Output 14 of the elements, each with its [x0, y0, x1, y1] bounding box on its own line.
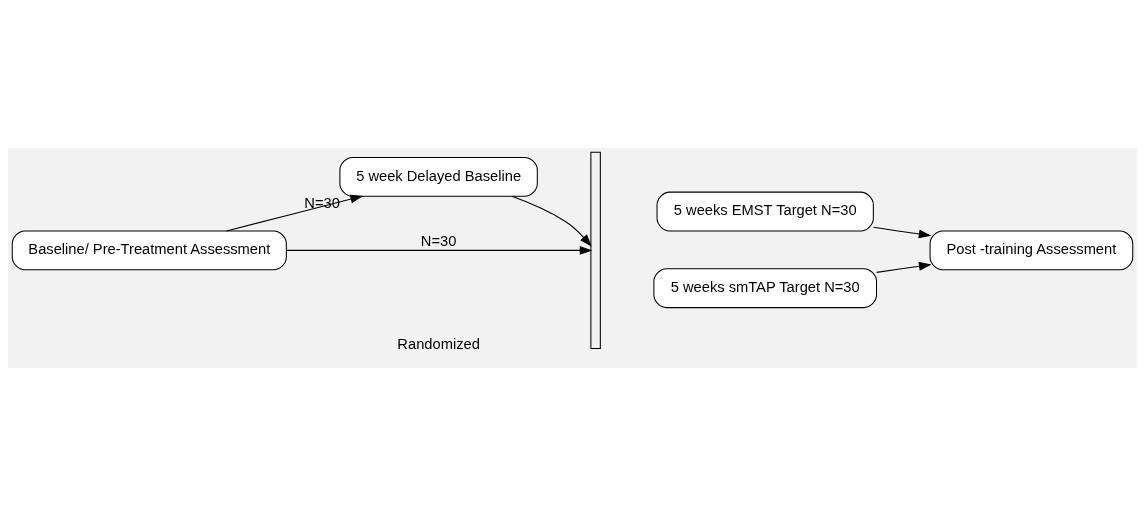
edge-label: N=30 — [420, 233, 457, 250]
node-box: 5 weeks EMST Target N=30 — [656, 191, 874, 232]
arrow — [226, 194, 364, 232]
node-box: Post -training Assessment — [929, 230, 1134, 271]
node-label: N=30 — [304, 195, 340, 212]
node-bracket — [590, 151, 601, 350]
arrow — [876, 261, 932, 273]
node-box: 5 weeks smTAP Target N=30 — [653, 268, 878, 309]
arrow — [285, 245, 593, 255]
arrow — [873, 226, 932, 239]
label: Randomized — [397, 335, 480, 352]
node-box: 5 week Delayed Baseline — [339, 156, 538, 197]
node-box: Baseline/ Pre-Treatment Assessment — [11, 230, 287, 271]
arrow — [511, 195, 592, 247]
